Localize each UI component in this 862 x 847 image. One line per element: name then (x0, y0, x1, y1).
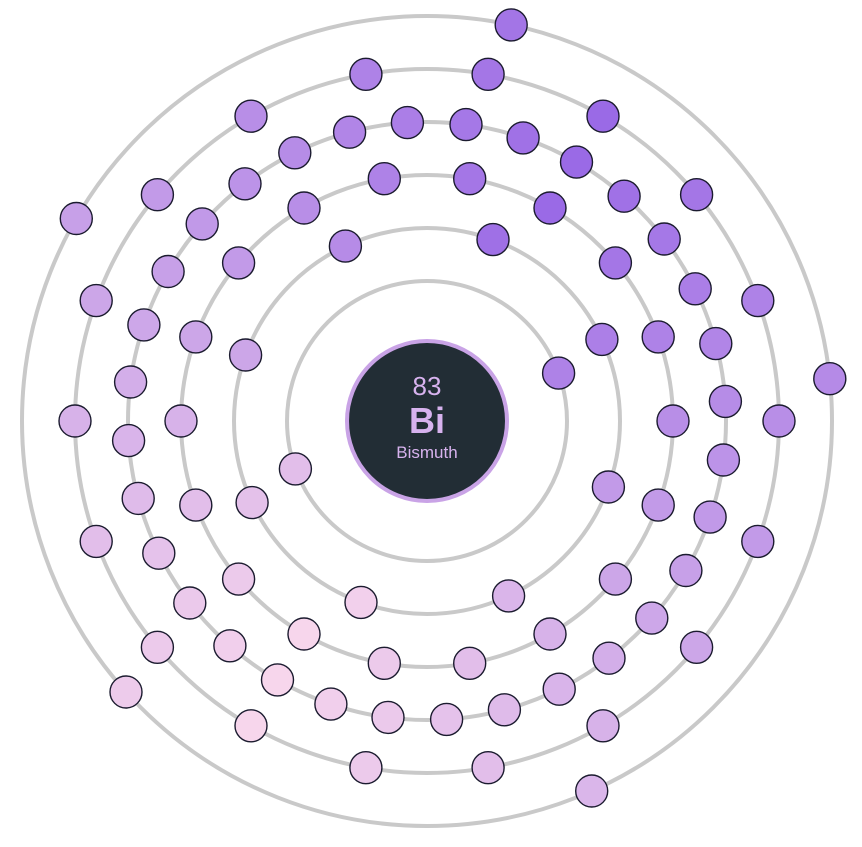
electron (592, 641, 626, 675)
element-symbol: Bi (409, 400, 445, 441)
electron (213, 629, 247, 663)
electron (679, 630, 714, 664)
electron (140, 177, 175, 212)
electron (164, 404, 198, 438)
electron (278, 136, 312, 170)
electron (79, 283, 113, 318)
electron (127, 308, 161, 342)
electron (185, 207, 219, 241)
electron (699, 326, 733, 361)
electrons (58, 8, 847, 808)
electron (235, 485, 269, 520)
electron (506, 121, 540, 155)
electron (228, 167, 262, 201)
electron (487, 693, 522, 727)
electron (58, 404, 92, 438)
shell-4 (126, 120, 728, 722)
electron (173, 586, 207, 620)
electron (328, 229, 363, 263)
electron (140, 630, 175, 664)
electron (221, 562, 256, 596)
electron (449, 107, 483, 142)
electron (344, 585, 378, 620)
electron (575, 774, 609, 808)
electron (113, 365, 148, 399)
electron (533, 617, 567, 651)
electron (586, 709, 620, 743)
electron (598, 246, 633, 280)
electron (607, 179, 641, 213)
electron (541, 356, 576, 390)
electron (559, 145, 594, 179)
electron (367, 646, 401, 680)
electron (59, 201, 94, 236)
electron (429, 702, 464, 737)
electron (476, 222, 510, 257)
electron (542, 672, 576, 706)
electron (533, 191, 567, 225)
electron (679, 177, 714, 212)
electron (669, 553, 703, 588)
electron (706, 443, 741, 477)
electron (221, 246, 256, 280)
electron (390, 105, 425, 140)
electron (586, 99, 620, 133)
atomic-number: 83 (413, 371, 442, 401)
electron (471, 57, 505, 92)
electron (260, 663, 295, 697)
shell-2 (232, 226, 622, 616)
electron (179, 488, 213, 522)
electron (708, 384, 743, 419)
electron (371, 700, 405, 735)
electron (585, 322, 619, 357)
electron (228, 338, 263, 372)
electron (813, 362, 847, 396)
electron (121, 481, 155, 516)
electron (234, 709, 268, 743)
electron (741, 283, 775, 318)
electron (641, 488, 675, 522)
electron (641, 320, 675, 354)
electron (111, 423, 146, 458)
electron (491, 579, 526, 613)
element-name: Bismuth (396, 443, 457, 462)
electron (678, 272, 712, 306)
electron (287, 191, 321, 225)
electron (332, 115, 367, 149)
electron (151, 254, 185, 289)
electron (349, 57, 383, 92)
electron (287, 617, 321, 651)
electron (471, 751, 505, 785)
electron (647, 222, 681, 256)
electron (741, 524, 775, 559)
electron (598, 562, 633, 596)
shell-1 (285, 279, 569, 563)
electron (142, 536, 176, 570)
electron (179, 320, 213, 354)
electron (349, 751, 383, 785)
electron (109, 675, 143, 709)
electron (635, 601, 669, 635)
electron (453, 646, 487, 680)
electron (453, 161, 487, 196)
electron (693, 500, 727, 534)
electron (278, 452, 313, 486)
electron (591, 470, 626, 504)
electron (314, 687, 348, 721)
nucleus: 83 Bi Bismuth (345, 339, 509, 503)
shell-6 (20, 14, 834, 828)
electron (494, 8, 528, 42)
electron (79, 524, 113, 559)
electron (762, 404, 796, 438)
electron (367, 161, 401, 196)
nucleus-circle (345, 339, 509, 503)
electron (234, 99, 268, 133)
electron (656, 404, 690, 438)
